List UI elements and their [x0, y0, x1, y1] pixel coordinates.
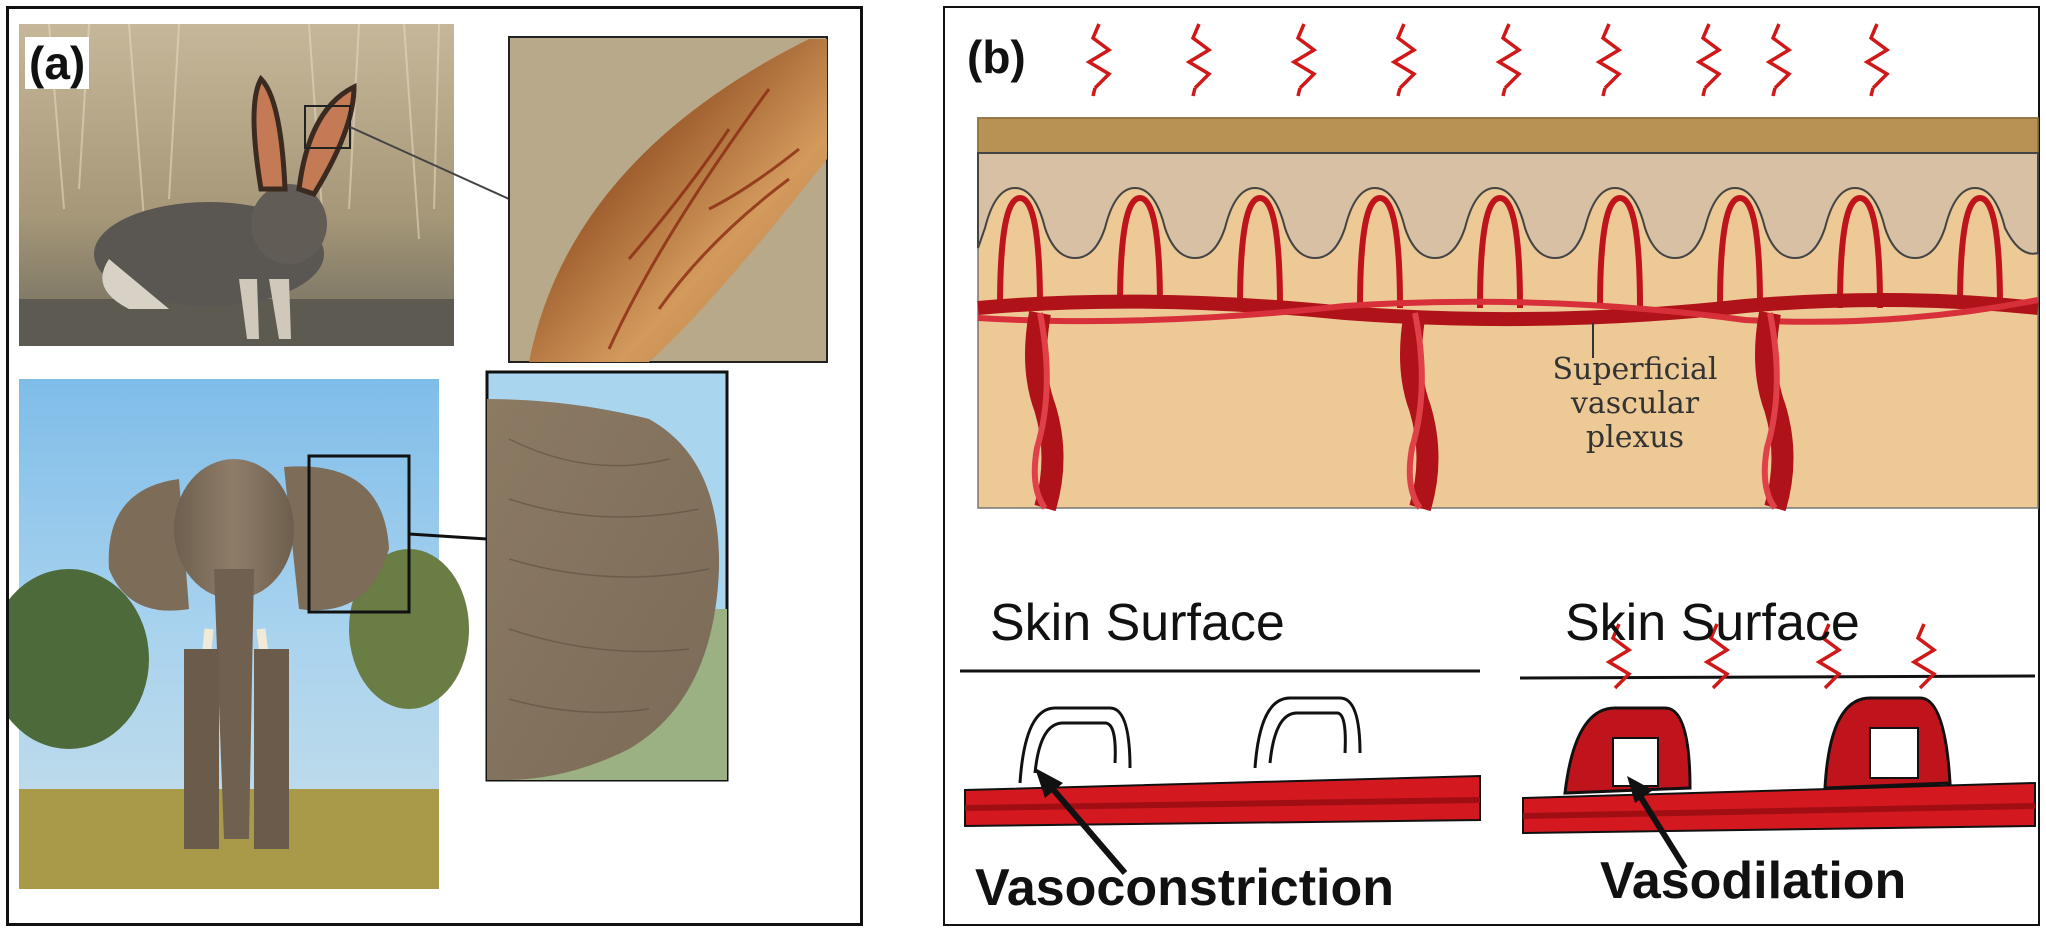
elephant-photo [9, 379, 469, 889]
vasodilation-diagram [1519, 623, 2036, 870]
plexus-label-line-3: plexus [1585, 420, 1685, 455]
plexus-label: Superficial vascular plexus [1535, 353, 1735, 455]
panel-b-label: (b) [967, 31, 1026, 83]
vasoconstriction-diagram [960, 669, 1481, 875]
heat-radiation-arrows [1085, 23, 1891, 97]
plexus-label-line-1: Superficial [1552, 352, 1718, 387]
right-skin-surface-label: Skin Surface [1565, 594, 1860, 652]
panel-a: (a) [6, 6, 863, 926]
vasodilation-caption: Vasodilation [1600, 852, 1907, 910]
elephant-ear-zoom [485, 370, 729, 782]
plexus-label-line-2: vascular [1570, 386, 1700, 421]
vertical-vessels [1025, 311, 1794, 512]
vasoconstriction-caption: Vasoconstriction [975, 859, 1394, 917]
panel-b-illustration [960, 23, 2039, 875]
panel-b: (b) Superficial vascular plexus Skin Sur… [943, 6, 2040, 926]
hare-ear-zoom [508, 36, 828, 363]
panel-a-illustration [9, 23, 828, 889]
skin-cross-section [977, 117, 2039, 512]
hare-zoom-connector [349, 126, 510, 200]
hare-photo [19, 23, 454, 346]
panel-a-label: (a) [25, 37, 90, 89]
left-skin-surface-label: Skin Surface [990, 594, 1285, 652]
elephant-zoom-connector [408, 532, 488, 541]
